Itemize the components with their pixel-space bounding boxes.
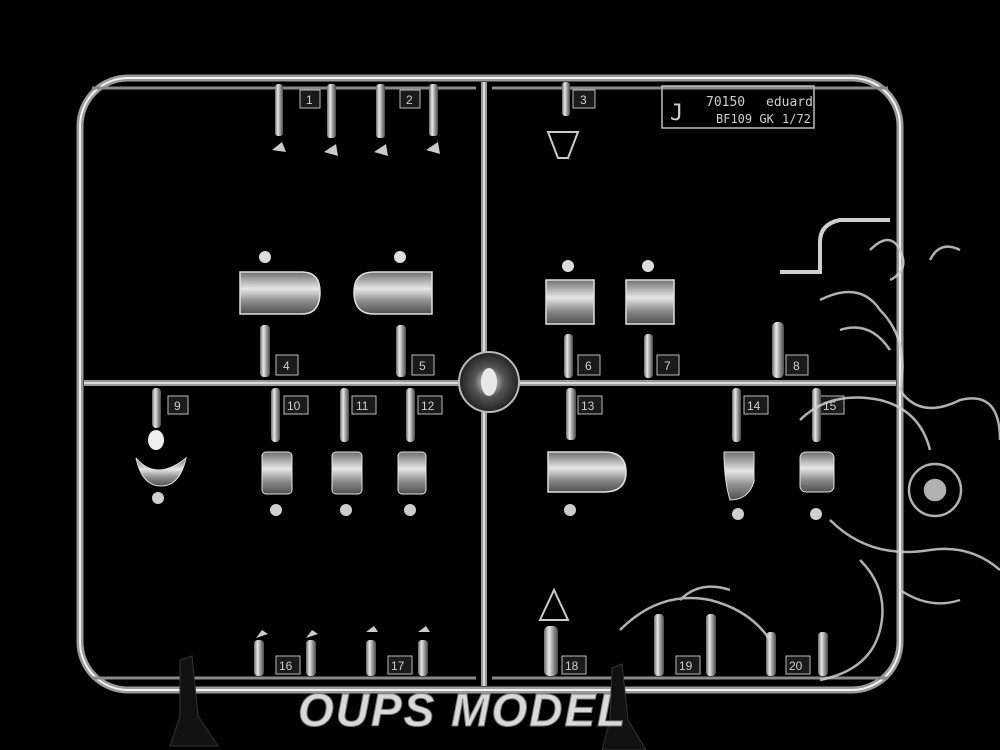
sprue-brand: eduard [766, 95, 813, 110]
part-tab-10: 10 [283, 395, 309, 415]
part-tab-19: 19 [675, 655, 701, 675]
sprue-letter: J [670, 101, 683, 126]
part-tab-2: 2 [399, 89, 421, 109]
upper-left-parts [239, 251, 433, 377]
svg-text:12: 12 [421, 399, 435, 413]
part-tab-11: 11 [351, 395, 377, 415]
svg-text:18: 18 [565, 659, 579, 673]
svg-text:3: 3 [580, 93, 587, 107]
small-part [546, 82, 580, 159]
small-part [374, 84, 388, 156]
part-tab-17: 17 [387, 655, 413, 675]
part-tab-7: 7 [656, 354, 680, 376]
part-tab-20: 20 [785, 655, 811, 675]
part-tab-6: 6 [577, 354, 601, 376]
part-tab-5: 5 [411, 354, 435, 376]
bottom-small-parts [254, 587, 828, 676]
svg-text:6: 6 [585, 359, 592, 373]
svg-text:7: 7 [664, 359, 671, 373]
part-tab-8: 8 [785, 354, 809, 376]
upper-right-parts [545, 218, 890, 378]
top-small-parts [272, 82, 580, 159]
part-tab-9: 9 [167, 395, 189, 415]
svg-text:9: 9 [174, 399, 181, 413]
sprue-code-box: J 70150 eduard BF109 GK 1/72 [661, 85, 815, 129]
part-tab-12: 12 [417, 395, 443, 415]
svg-text:19: 19 [679, 659, 693, 673]
small-part [324, 84, 338, 156]
svg-text:16: 16 [279, 659, 293, 673]
svg-text:8: 8 [793, 359, 800, 373]
svg-text:20: 20 [789, 659, 803, 673]
svg-text:5: 5 [419, 359, 426, 373]
svg-text:1: 1 [306, 93, 313, 107]
small-part [272, 84, 286, 152]
sprue-model: BF109 GK [716, 112, 775, 126]
svg-text:4: 4 [283, 359, 290, 373]
watermark-illustration [619, 238, 1000, 682]
lower-right-parts [547, 388, 835, 520]
part-tab-14: 14 [743, 395, 769, 415]
svg-text:13: 13 [581, 399, 595, 413]
small-part [426, 84, 440, 154]
part-tab-4: 4 [275, 354, 299, 376]
watermark-text: OUPS MODEL [298, 684, 627, 736]
part-tab-1: 1 [299, 89, 321, 109]
part-number-tabs: 1 2 3 4 5 6 7 8 9 10 11 12 13 14 15 16 1… [167, 89, 845, 675]
svg-text:17: 17 [391, 659, 405, 673]
sprue-frame [76, 74, 904, 694]
sprue-code: 70150 [706, 95, 745, 110]
svg-text:14: 14 [747, 399, 761, 413]
part-tab-3: 3 [572, 89, 596, 109]
sprue-hub [458, 351, 520, 413]
part-tab-16: 16 [275, 655, 301, 675]
part-tab-13: 13 [577, 395, 603, 415]
sprue-scale: 1/72 [782, 112, 811, 126]
lower-left-parts [135, 388, 427, 516]
svg-text:2: 2 [406, 93, 413, 107]
svg-text:11: 11 [356, 399, 369, 413]
part-tab-18: 18 [561, 655, 587, 675]
svg-text:10: 10 [287, 399, 301, 413]
display-stands [169, 655, 647, 750]
